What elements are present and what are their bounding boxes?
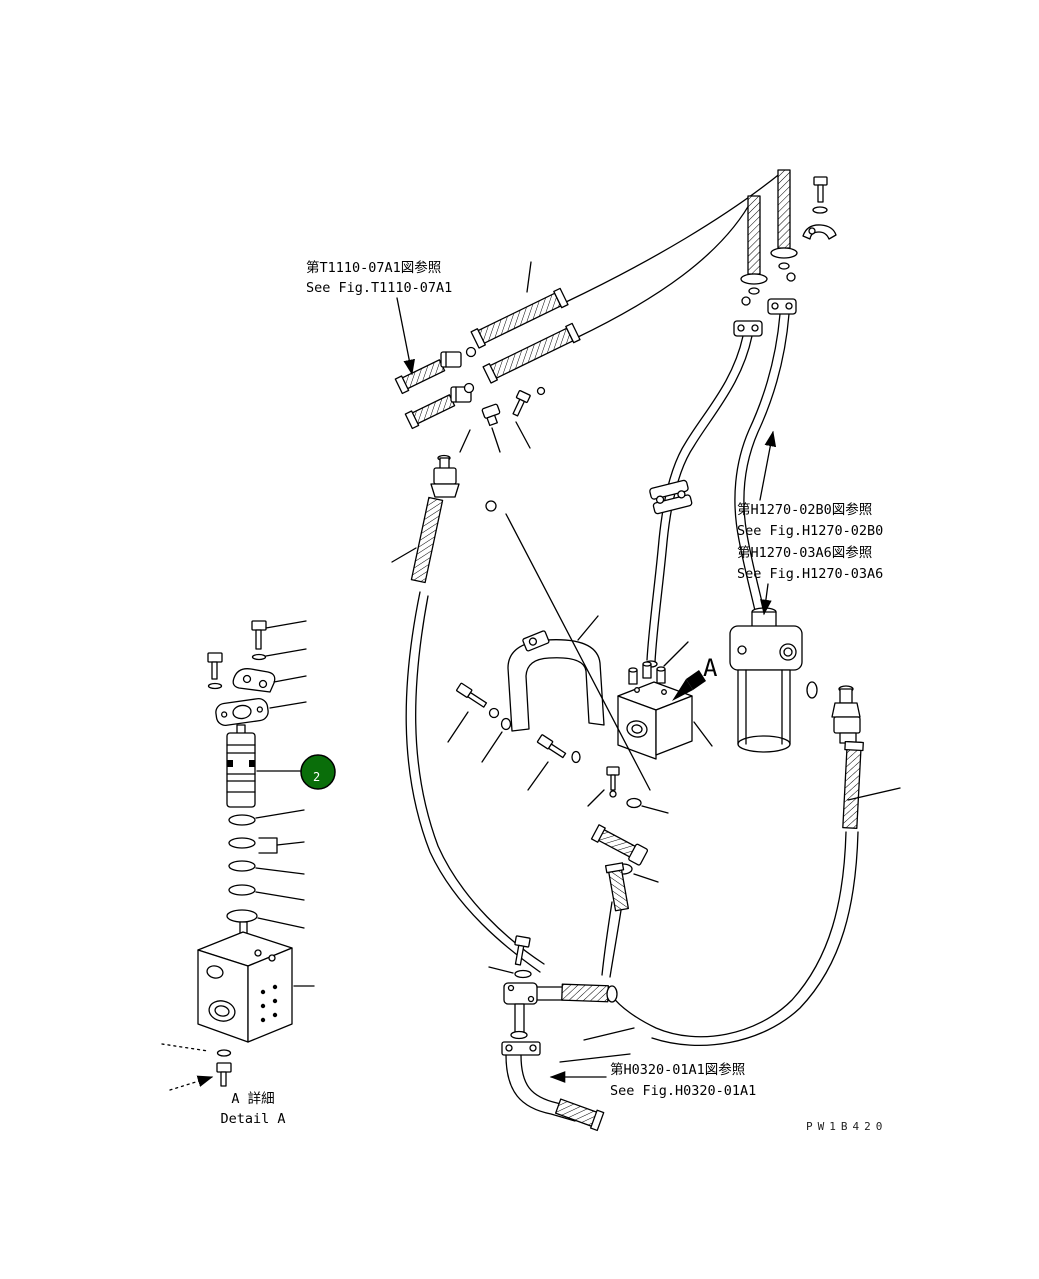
leader-plug [641, 805, 669, 814]
fig-ref-h0320: 第H0320-01A1図参照 See Fig.H0320-01A1 [610, 1061, 756, 1099]
right-elbow-fitting [831, 685, 861, 744]
hose-lower [482, 322, 581, 384]
fig-ref-h1270-02b0: 第H1270-02B0図参照 See Fig.H1270-02B0 [737, 501, 883, 539]
tube-stem [510, 1003, 528, 1040]
fig-ref-en: See Fig.H0320-01A1 [610, 1083, 756, 1099]
o-ring-small-1 [465, 346, 477, 358]
bracket [507, 615, 605, 732]
view-arrow-a [672, 670, 706, 701]
bracket-washer-2 [500, 717, 512, 731]
filter-o-ring [806, 681, 818, 699]
fig-ref-t1110: 第T1110-07A1図参照 See Fig.T1110-07A1 [306, 259, 452, 296]
gasket-plate [215, 698, 269, 726]
bolt-small [512, 390, 531, 417]
valve-cartridge [226, 724, 256, 808]
washer-2 [207, 682, 223, 690]
bolt-3 [216, 1062, 232, 1087]
leader-fitting [633, 873, 659, 883]
bolt-1 [251, 620, 267, 650]
bottom-washer [514, 969, 532, 979]
detail-a-label: A 詳細 Detail A [220, 1091, 285, 1127]
return-pipe [501, 1041, 605, 1132]
bracket-washer-3 [571, 750, 581, 764]
hose-fitting-down [604, 862, 633, 912]
o-ring-4 [228, 884, 256, 896]
section-marker-a: A [703, 654, 718, 682]
leader-bottom-washer [488, 966, 514, 974]
bottom-bolt [514, 935, 531, 966]
watermark: PW1B420 [806, 1120, 887, 1133]
left-elbow-fitting [410, 454, 460, 584]
bracket-bolt-2 [536, 734, 567, 759]
washer-small [536, 386, 546, 396]
o-ring-6 [626, 797, 642, 809]
leader-lines-valve [505, 513, 713, 791]
fig-ref-h1270-03a6: 第H1270-03A6図参照 See Fig.H1270-03A6 [737, 544, 883, 582]
fig-ref-en: See Fig.T1110-07A1 [306, 280, 452, 296]
elbow-small [481, 403, 501, 427]
joint-plate [232, 668, 276, 693]
barb-elbow [590, 824, 649, 866]
plug-bolt [606, 766, 620, 798]
bracket-washer-1 [488, 707, 500, 719]
o-ring-7 [485, 500, 497, 512]
hose-clamp [649, 479, 693, 515]
leader-lines-left [255, 620, 315, 987]
fig-ref-jp: 第H1270-02B0図参照 [737, 501, 872, 518]
solenoid-valve [617, 661, 693, 760]
tube-horizontal [536, 983, 618, 1003]
fig-ref-jp: 第H1270-03A6図参照 [737, 544, 872, 561]
washer-3 [216, 1049, 232, 1057]
fig-ref-en: See Fig.H1270-03A6 [737, 566, 883, 582]
detail-label-en: Detail A [220, 1111, 285, 1127]
fig-ref-en: See Fig.H1270-02B0 [737, 523, 883, 539]
tube-flange [503, 982, 538, 1005]
valve-block [197, 921, 293, 1043]
elbow-fitting-2 [404, 386, 472, 430]
fig-ref-jp: 第T1110-07A1図参照 [306, 259, 441, 276]
bracket-bolt-1 [456, 682, 488, 708]
leader-lines-bottom [549, 1027, 635, 1083]
washer-1 [251, 653, 267, 661]
o-ring-2 [228, 837, 256, 849]
hose-upper [470, 287, 569, 349]
bolt-2 [207, 652, 223, 680]
balloon-number: 2 [313, 770, 320, 784]
leader-lines-top [396, 261, 532, 453]
leader-lines-bracket [447, 711, 549, 791]
fig-ref-jp: 第H0320-01A1図参照 [610, 1061, 745, 1078]
detail-label-jp: A 詳細 [231, 1091, 274, 1107]
leader-lines-bottom-left [161, 1043, 214, 1091]
fig-ref-leaders [759, 430, 777, 616]
o-ring-5 [226, 909, 258, 923]
o-ring-1 [228, 814, 256, 826]
filter-assembly [729, 607, 803, 753]
bracket-line [258, 837, 278, 854]
o-ring-3 [228, 860, 256, 872]
leader-right-hose [847, 787, 901, 801]
leader-left-hose [391, 547, 417, 563]
right-hose-end [842, 740, 864, 829]
hose-end-tube-left [733, 195, 768, 337]
hose-end-tube-right [767, 169, 798, 315]
item-balloon-2[interactable]: 2 [300, 754, 336, 790]
bolt-washer-clamp-top-right [802, 176, 837, 240]
elbow-fitting-1 [394, 351, 462, 395]
o-ring-small-2 [463, 382, 475, 394]
leader-plug-2 [587, 789, 605, 807]
